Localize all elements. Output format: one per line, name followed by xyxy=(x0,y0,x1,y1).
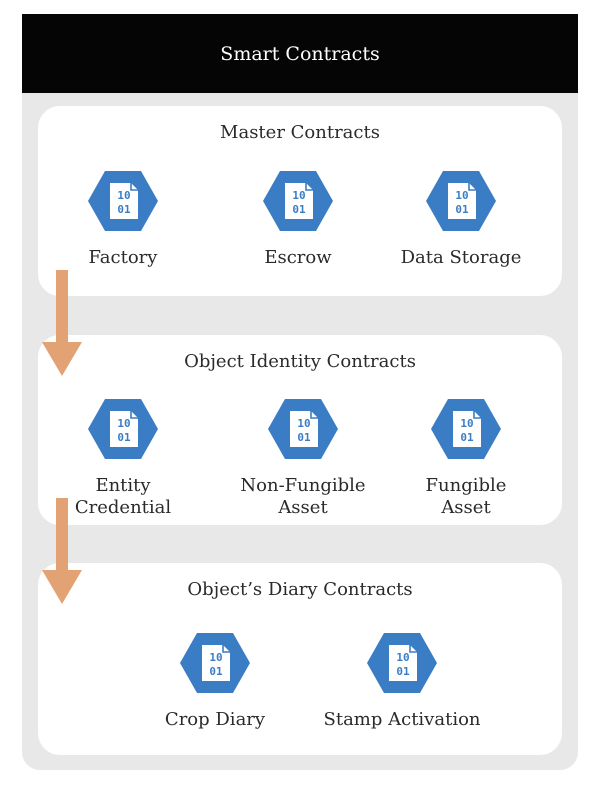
item-label: Escrow xyxy=(264,247,332,268)
document-fold xyxy=(468,183,476,191)
binary-bottom-text: 01 xyxy=(455,203,469,216)
panel-title: Object’s Diary Contracts xyxy=(187,579,413,600)
document-shape xyxy=(290,411,318,447)
document-fold xyxy=(409,645,417,653)
document-shape xyxy=(285,183,313,219)
item-label: Entity Credential xyxy=(74,475,172,518)
binary-top-text: 10 xyxy=(292,189,305,202)
document-fold xyxy=(310,411,318,419)
flow-arrow-down-icon xyxy=(42,270,82,376)
item-label: Non-Fungible Asset xyxy=(240,475,366,518)
binary-top-text: 10 xyxy=(117,189,130,202)
document-fold xyxy=(305,183,313,191)
document-shape xyxy=(110,411,138,447)
item-label: Data Storage xyxy=(400,247,522,268)
binary-top-text: 10 xyxy=(455,189,468,202)
flow-arrow-down-icon xyxy=(42,498,82,604)
binary-bottom-text: 01 xyxy=(460,431,474,444)
document-fold xyxy=(130,411,138,419)
arrow-shaft xyxy=(56,498,68,574)
header-title: Smart Contracts xyxy=(220,42,380,65)
item-label: Stamp Activation xyxy=(323,709,481,730)
arrow-head xyxy=(42,570,82,604)
binary-top-text: 10 xyxy=(297,417,310,430)
binary-top-text: 10 xyxy=(209,651,222,664)
binary-bottom-text: 01 xyxy=(292,203,306,216)
arrow-head xyxy=(42,342,82,376)
item-label: Factory xyxy=(88,247,158,268)
document-fold xyxy=(473,411,481,419)
binary-top-text: 10 xyxy=(117,417,130,430)
document-shape xyxy=(202,645,230,681)
item-label: Fungible Asset xyxy=(425,475,507,518)
binary-bottom-text: 01 xyxy=(297,431,311,444)
binary-top-text: 10 xyxy=(396,651,409,664)
document-shape xyxy=(453,411,481,447)
document-fold xyxy=(222,645,230,653)
document-shape xyxy=(448,183,476,219)
panel-title: Object Identity Contracts xyxy=(184,351,416,372)
document-shape xyxy=(389,645,417,681)
binary-bottom-text: 01 xyxy=(209,665,223,678)
binary-bottom-text: 01 xyxy=(396,665,410,678)
binary-top-text: 10 xyxy=(460,417,473,430)
binary-bottom-text: 01 xyxy=(117,431,131,444)
document-fold xyxy=(130,183,138,191)
binary-bottom-text: 01 xyxy=(117,203,131,216)
arrow-shaft xyxy=(56,270,68,346)
document-shape xyxy=(110,183,138,219)
item-label: Crop Diary xyxy=(164,709,266,730)
panel-title: Master Contracts xyxy=(220,122,380,143)
header-bar: Smart Contracts xyxy=(22,14,578,93)
